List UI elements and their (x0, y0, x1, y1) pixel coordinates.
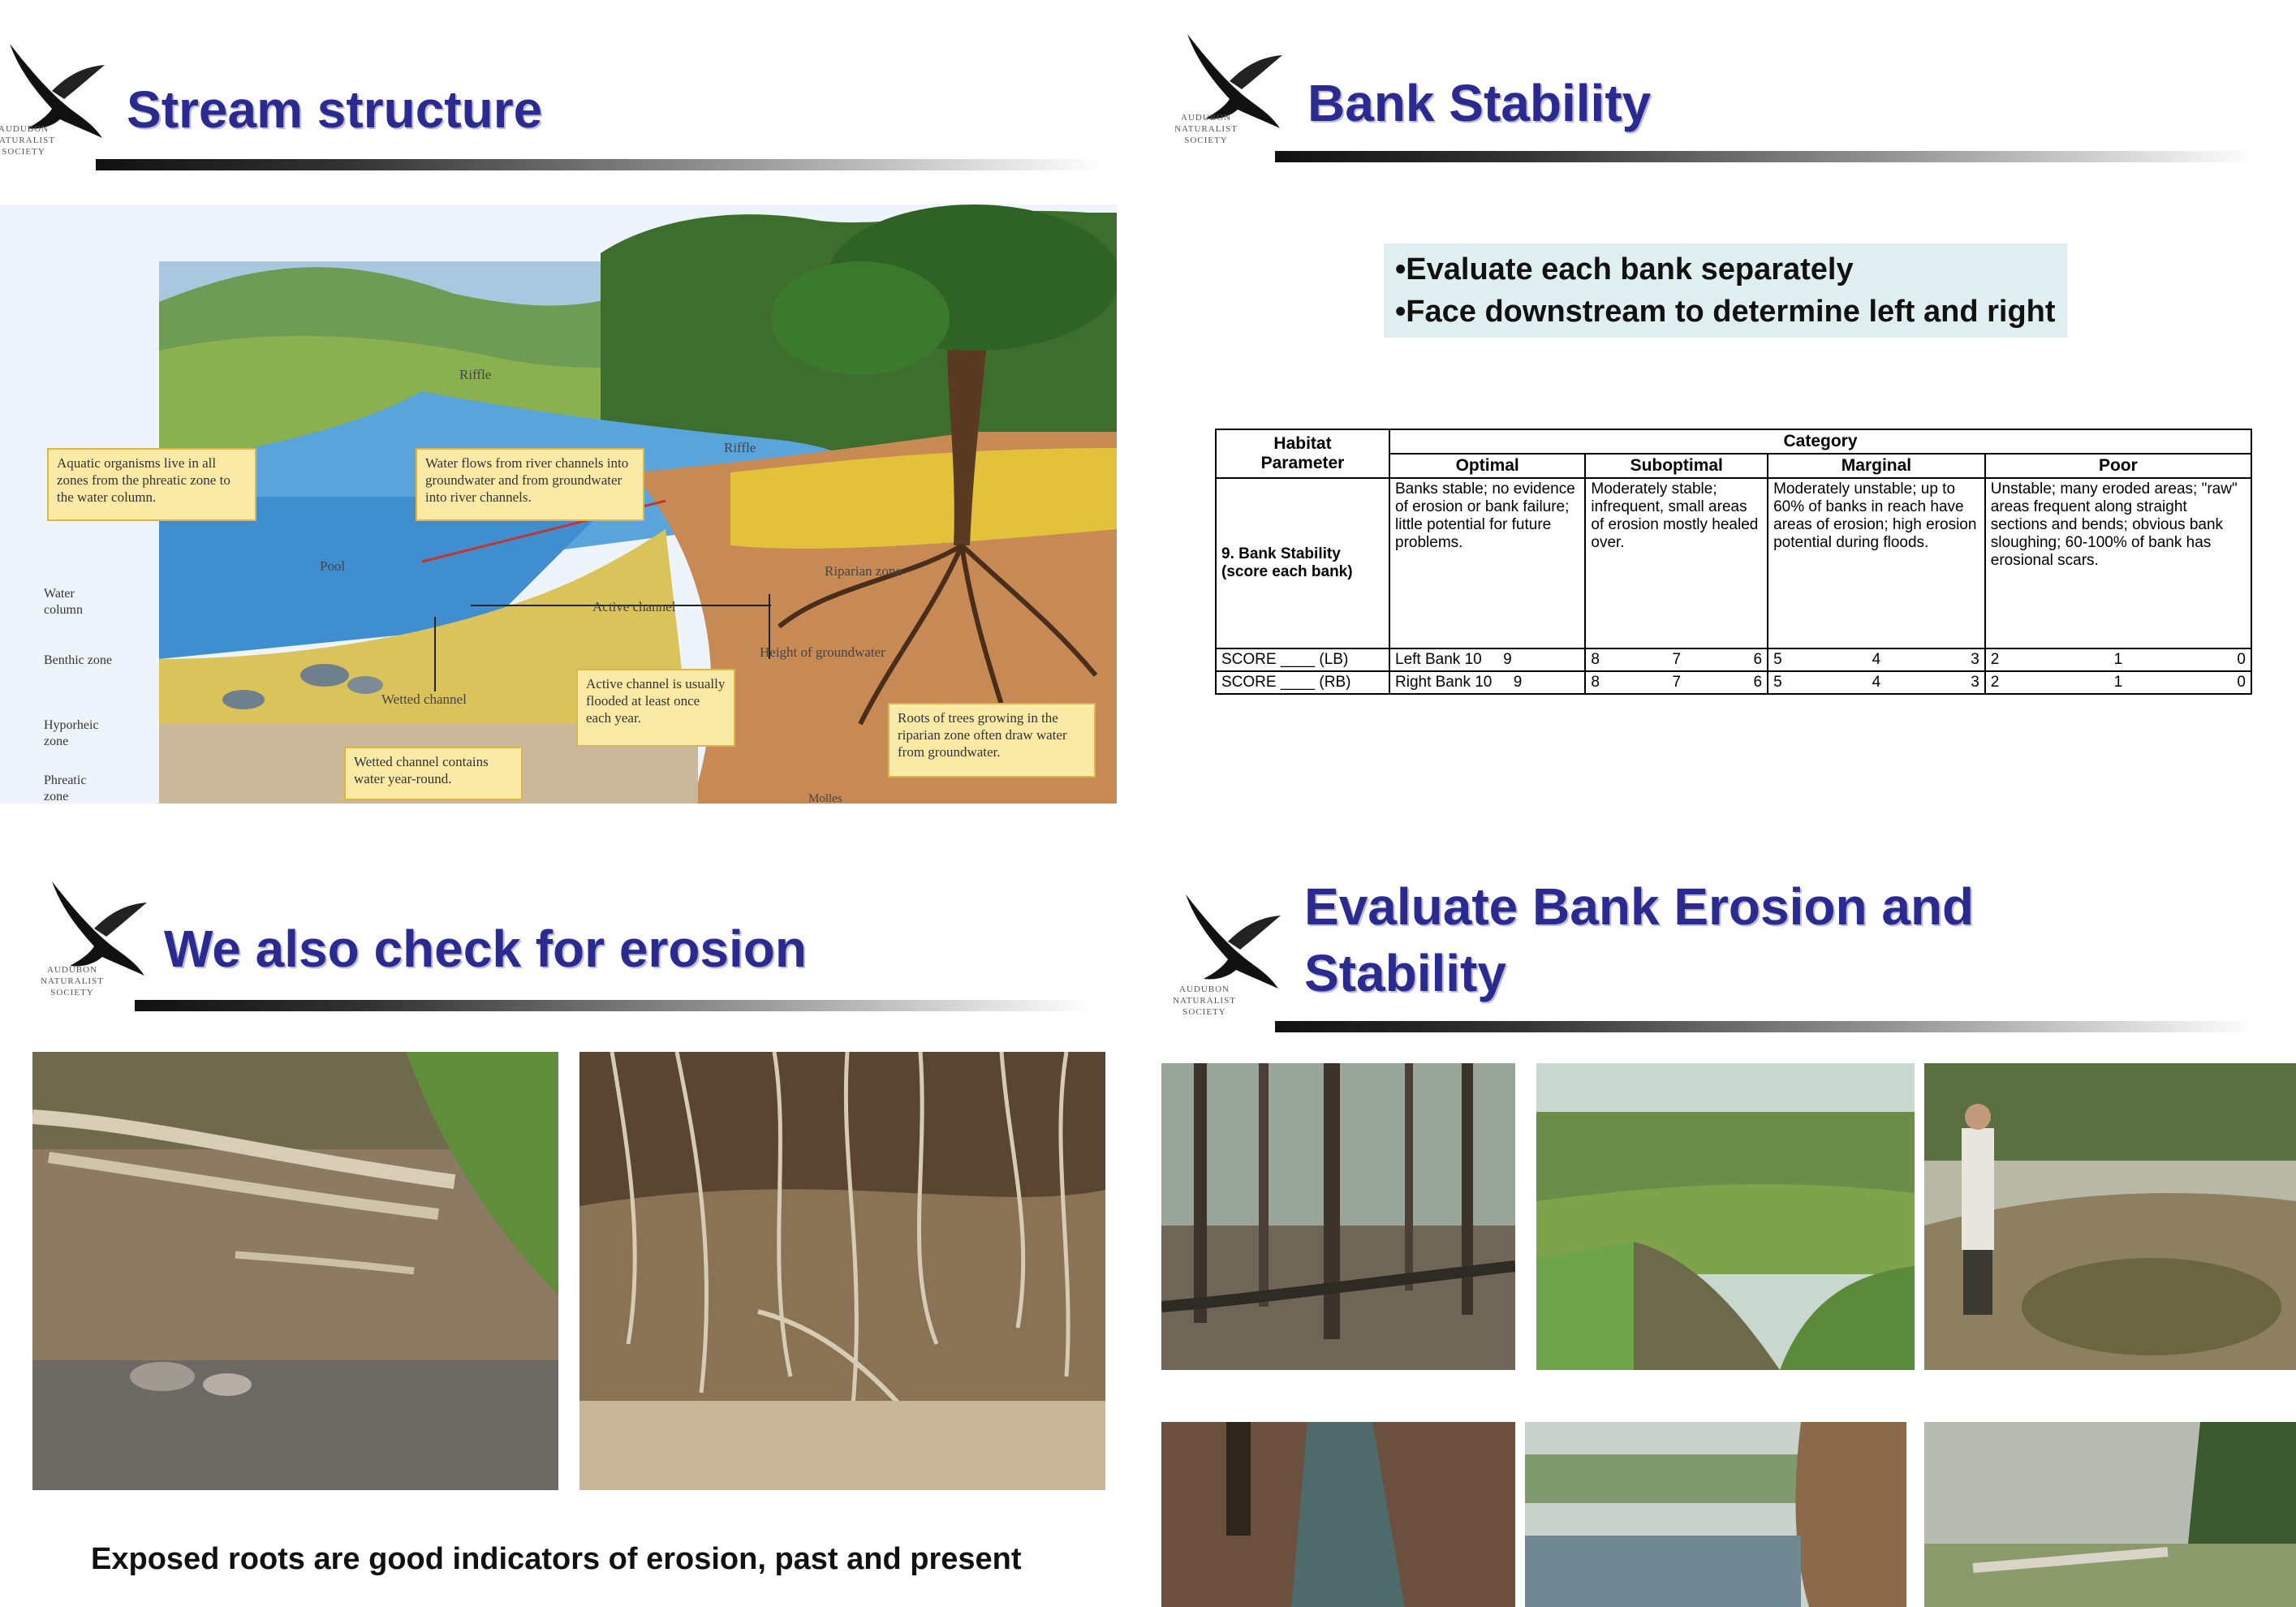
category-header: Category (1389, 429, 2252, 455)
col-suboptimal: Suboptimal (1584, 453, 1769, 479)
label-wetted-channel: Wetted channel (381, 691, 467, 707)
hawk-icon (10, 44, 105, 138)
col-marginal: Marginal (1767, 453, 1986, 479)
photo-eroded-cliff (1525, 1422, 1906, 1607)
label-riffle-top: Riffle (459, 367, 492, 382)
zone-benthic: Benthic zone (44, 653, 112, 667)
score-rb-label: SCORE ____ (RB) (1215, 670, 1390, 695)
stream-diagram: Riffle Riffle Pool Riparian zone Active … (0, 205, 1117, 804)
callout-roots: Roots of trees growing in the riparian z… (888, 703, 1096, 778)
photo-rocky-stream (1161, 1422, 1515, 1607)
desc-suboptimal: Moderately stable; infrequent, small are… (1584, 477, 1769, 649)
zone-phreatic: Phreatic zone (44, 773, 87, 804)
callout-water-flows: Water flows from river channels into gro… (416, 448, 644, 521)
hawk-icon (52, 881, 147, 976)
score-lb-label: SCORE ____ (LB) (1215, 648, 1390, 672)
callout-active-flooded: Active channel is usually flooded at lea… (576, 669, 735, 747)
erosion-caption: Exposed roots are good indicators of ero… (91, 1542, 1022, 1576)
bullet-item: •Evaluate each bank separately (1395, 252, 1854, 287)
photo-fallen-log (1924, 1422, 2296, 1607)
label-riffle-mid: Riffle (724, 440, 756, 455)
col-optimal: Optimal (1388, 453, 1587, 479)
photo-exposed-roots-1 (32, 1052, 558, 1490)
zone-water-column: Water column (44, 587, 83, 617)
bullet-box: •Evaluate each bank separately •Face dow… (1384, 243, 2067, 338)
photo-person-at-bank (1924, 1063, 2296, 1370)
label-pool: Pool (320, 558, 346, 574)
callout-wetted-contains: Wetted channel contains water year-round… (344, 747, 523, 800)
title-rule (135, 1000, 1092, 1011)
slide-title: Bank Stability (1307, 74, 1652, 132)
slide-title: Stream structure (127, 80, 543, 139)
photo-exposed-roots-2 (579, 1052, 1105, 1490)
title-rule (96, 159, 1102, 170)
hawk-icon (1186, 894, 1281, 989)
label-credit: Molles (808, 792, 842, 804)
desc-poor: Unstable; many eroded areas; "raw" areas… (1984, 477, 2253, 649)
label-height-groundwater: Height of groundwater (760, 644, 885, 660)
parameter-cell: 9. Bank Stability (score each bank) (1215, 477, 1390, 649)
slide-title: Evaluate Bank Erosion and Stability (1304, 877, 1975, 1002)
photo-grassy-bank (1536, 1063, 1915, 1370)
title-rule (1275, 151, 2257, 162)
bullet-item: •Face downstream to determine left and r… (1395, 295, 2056, 329)
desc-marginal: Moderately unstable; up to 60% of banks … (1767, 477, 1986, 649)
col-poor: Poor (1984, 453, 2253, 479)
slide-title: We also check for erosion (164, 920, 807, 978)
title-rule (1275, 1021, 2257, 1032)
label-riparian: Riparian zone (825, 563, 902, 579)
desc-optimal: Banks stable; no evidence of erosion or … (1388, 477, 1587, 649)
callout-aquatic: Aquatic organisms live in all zones from… (47, 448, 256, 521)
score-rb-optimal: Right Bank 10 9 (1388, 670, 1587, 695)
label-active-channel: Active channel (592, 599, 676, 614)
hawk-icon (1187, 34, 1282, 128)
zone-hyporheic: Hyporheic zone (44, 718, 99, 748)
photo-forest-stream (1161, 1063, 1515, 1370)
score-lb-optimal: Left Bank 10 9 (1388, 648, 1587, 672)
